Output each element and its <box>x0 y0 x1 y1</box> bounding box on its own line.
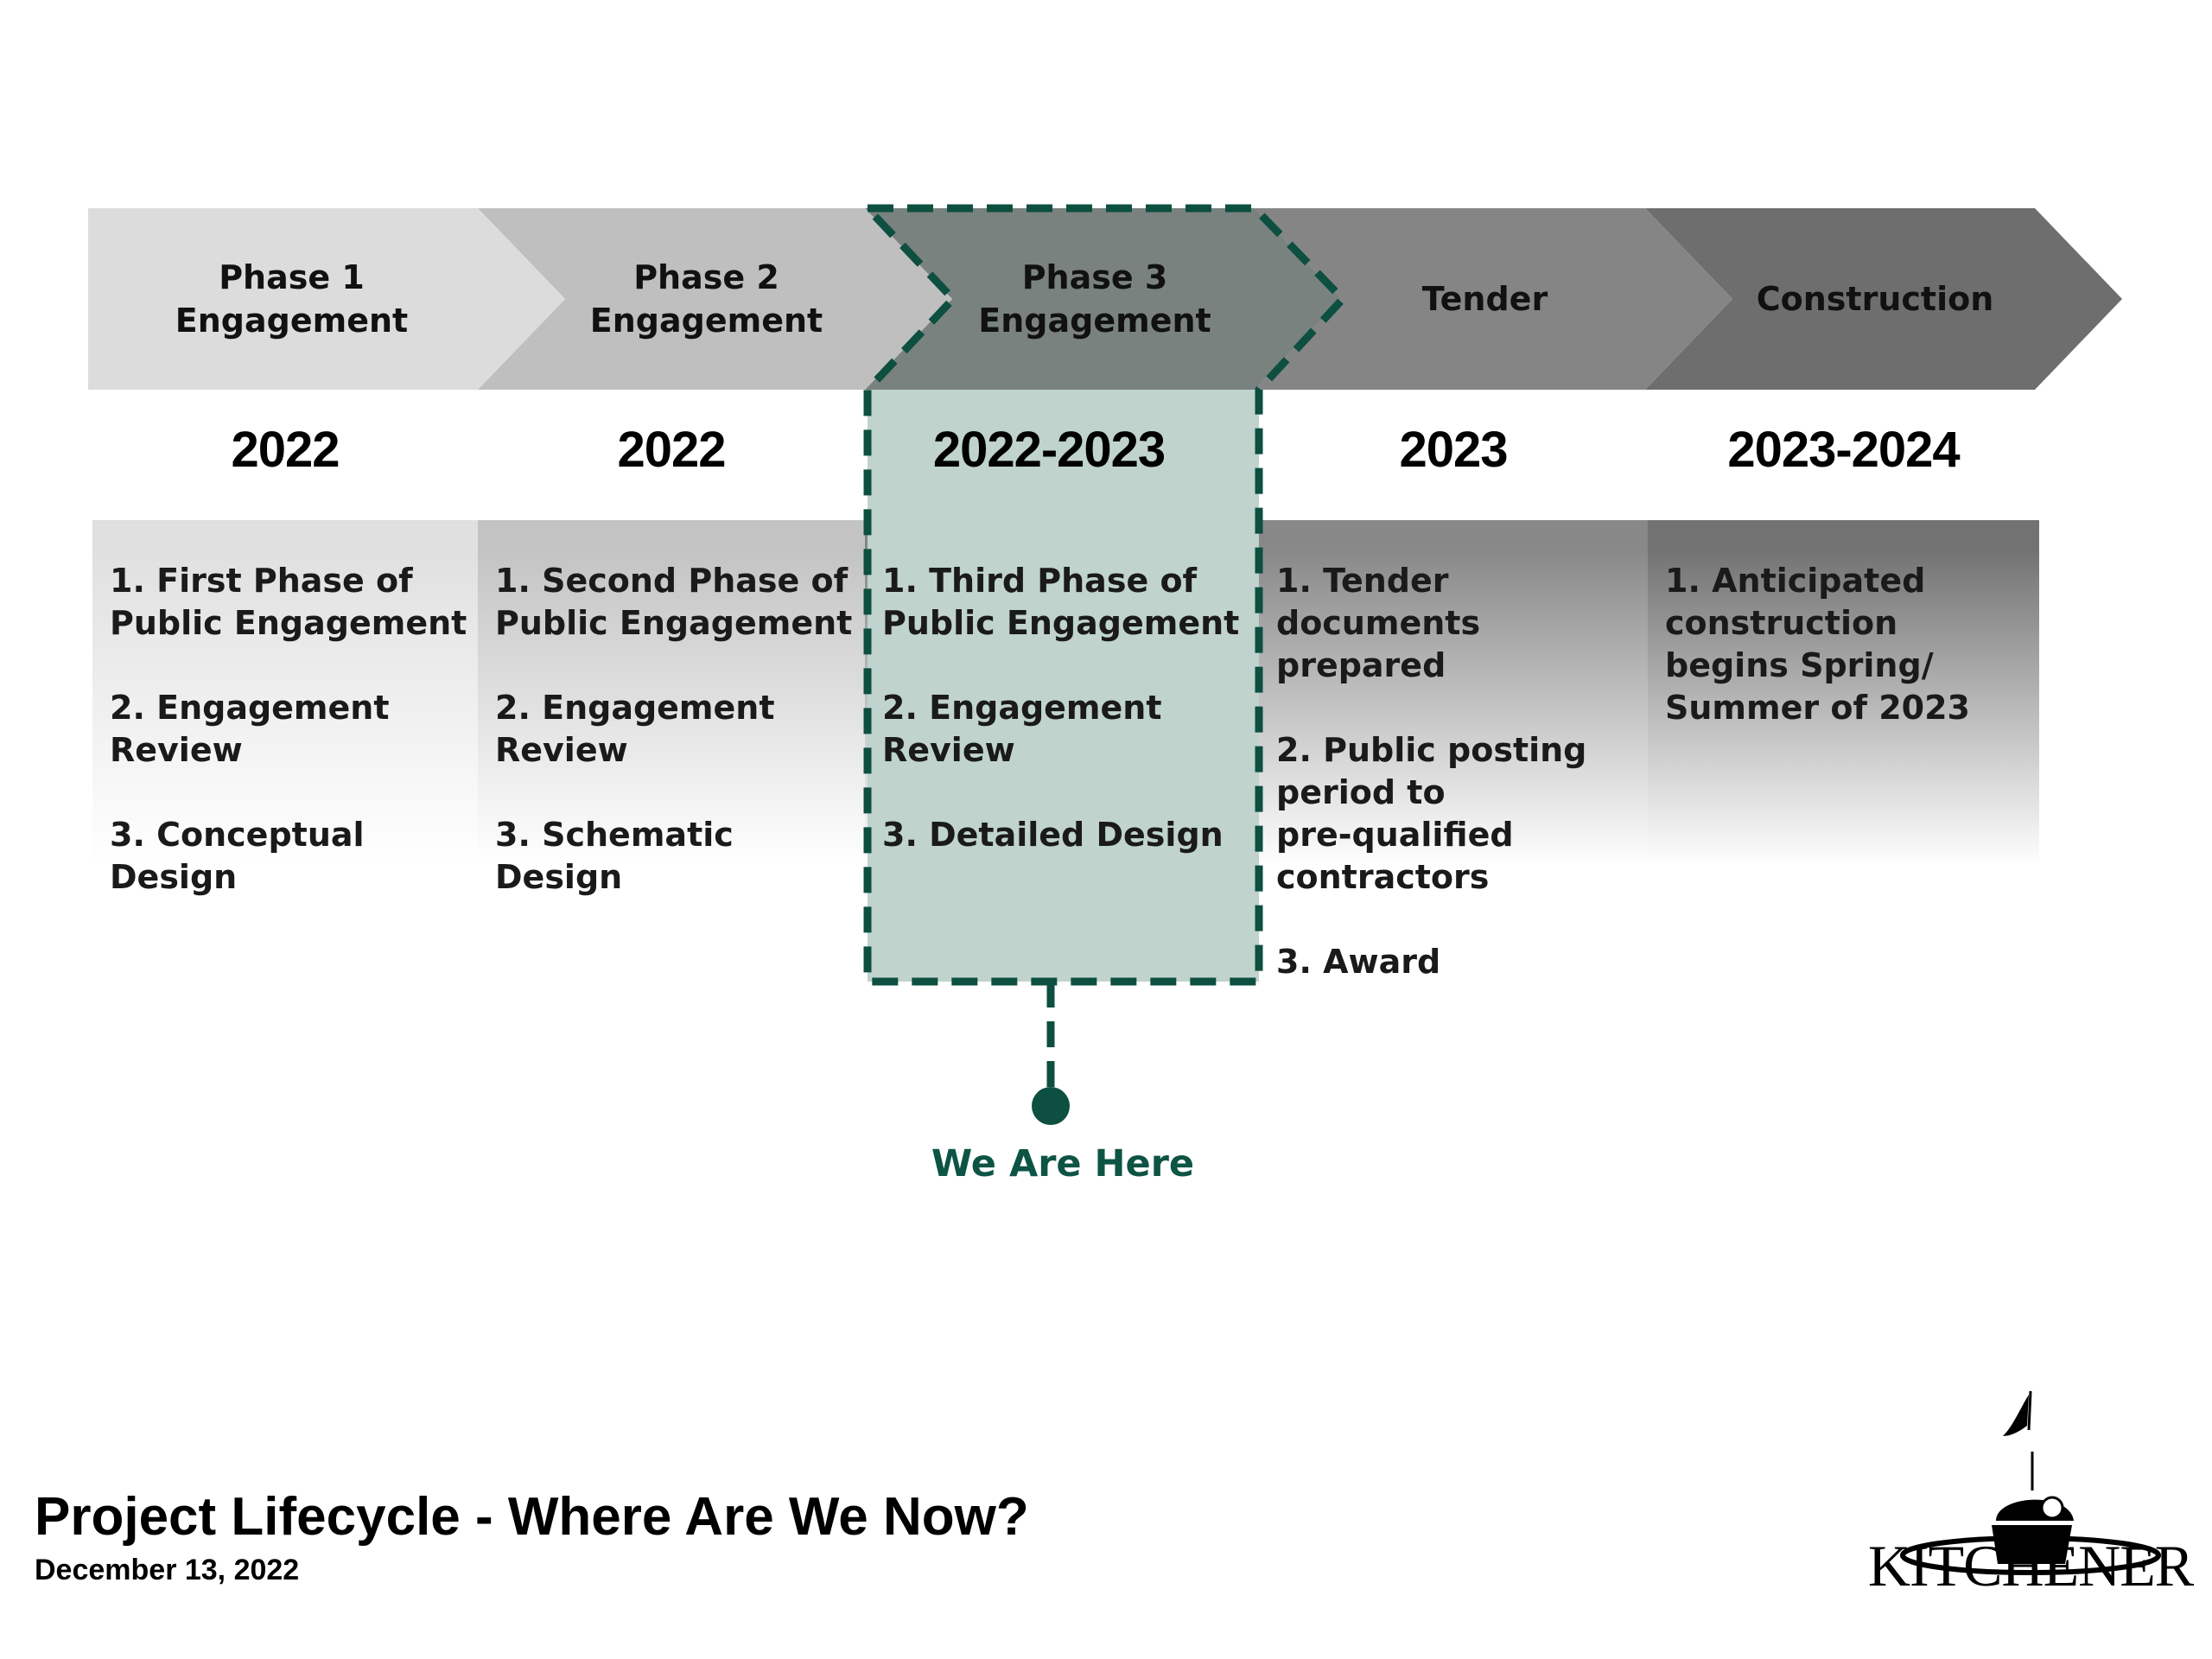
phase-detail-item: 2. Engagement Review <box>495 689 775 769</box>
phase-year: 2022-2023 <box>932 421 1166 478</box>
phase-detail-item: 2. Engagement Review <box>882 689 1162 769</box>
phase-chevron <box>1645 208 2122 390</box>
phase-detail-list: 1. Anticipated construction begins Sprin… <box>1665 560 1970 772</box>
phase-detail-list: 1. Second Phase of Public Engagement 2. E… <box>495 560 852 941</box>
phase-detail-item: 2. Public posting period to pre-qualifie… <box>1276 731 1587 896</box>
city-hall-dome-icon <box>1900 1390 2161 1575</box>
phase-detail-item: 3. Schematic Design <box>495 816 734 896</box>
marker-dot <box>1032 1087 1070 1125</box>
phase-chevron-label: Tender <box>1421 280 1548 318</box>
phase-chevron <box>88 208 565 390</box>
phase-detail-item: 1. Anticipated construction begins Sprin… <box>1665 562 1970 727</box>
phase-chevron-label: Phase 1 Engagement <box>175 258 409 340</box>
phase-detail-list: 1. Tender documents prepared 2. Public po… <box>1276 560 1586 1026</box>
page-date: December 13, 2022 <box>35 1554 300 1586</box>
phase-year: 2023-2024 <box>1727 421 1960 478</box>
phase-detail-item: 1. First Phase of Public Engagement <box>110 562 467 642</box>
phase-detail-item: 2. Engagement Review <box>110 689 390 769</box>
phase-detail-list: 1. Third Phase of Public Engagement 2. En… <box>882 560 1239 899</box>
kitchener-logo: KITCHENER <box>1866 1382 2195 1616</box>
phase-chevron-label: Phase 2 Engagement <box>589 258 823 340</box>
phase-detail-item: 1. Tender documents prepared <box>1276 562 1481 684</box>
phase-chevron <box>865 208 1342 390</box>
phase-detail-item: 3. Award <box>1276 943 1441 981</box>
page-title: Project Lifecycle - Where Are We Now? <box>35 1487 1029 1547</box>
phase-chevron-label: Construction <box>1756 280 1994 318</box>
phase-year: 2022 <box>617 421 726 478</box>
phase-detail-item: 3. Detailed Design <box>882 816 1224 854</box>
phase-chevron <box>478 208 952 390</box>
phase-year: 2022 <box>231 421 340 478</box>
phase-detail-list: 1. First Phase of Public Engagement 2. En… <box>110 560 467 941</box>
phase-detail-item: 3. Conceptual Design <box>110 816 365 896</box>
phase-detail-item: 1. Third Phase of Public Engagement <box>882 562 1240 642</box>
current-phase-highlight <box>868 390 1259 982</box>
phase-year: 2023 <box>1399 421 1508 478</box>
phase-detail-item: 1. Second Phase of Public Engagement <box>495 562 853 642</box>
we-are-here-label: We Are Here <box>931 1142 1195 1185</box>
phase-chevron-label: Phase 3 Engagement <box>978 258 1211 340</box>
phase-chevron <box>1255 208 1732 390</box>
